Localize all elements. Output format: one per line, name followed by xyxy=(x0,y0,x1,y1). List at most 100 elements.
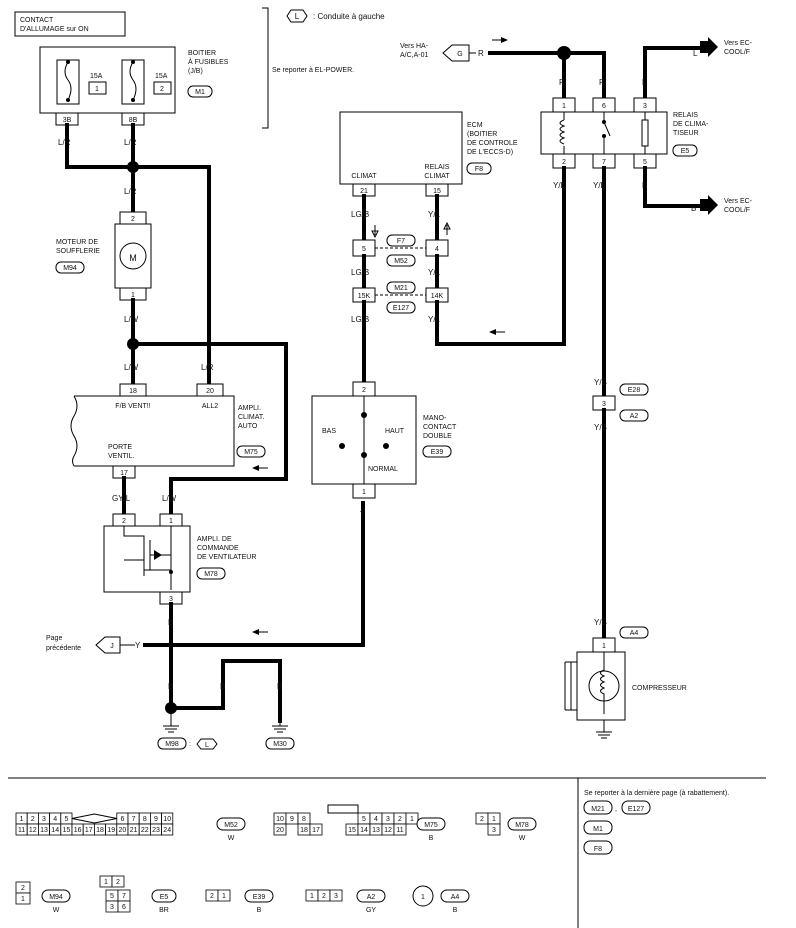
svg-text:2: 2 xyxy=(122,518,126,525)
motor-symbol: M xyxy=(129,253,137,263)
footer-badge-a4 xyxy=(440,889,470,903)
footer-ref-m1 xyxy=(583,820,613,835)
ground-symbol-3 xyxy=(596,720,612,739)
svg-text:1: 1 xyxy=(169,518,173,525)
svg-text:L/R: L/R xyxy=(124,138,137,147)
svg-text:BR: BR xyxy=(159,907,169,914)
m52-pin-label: 18 xyxy=(96,827,104,834)
conn-badge-m1 xyxy=(187,85,213,98)
svg-text:B: B xyxy=(453,907,458,914)
svg-text:L: L xyxy=(693,49,698,58)
wire-b-3 xyxy=(169,659,282,723)
conn-badge-a4 xyxy=(619,626,649,639)
svg-text:W: W xyxy=(519,835,526,842)
m52-pin-label: 23 xyxy=(152,827,160,834)
m52-key xyxy=(71,813,117,824)
m52-pin xyxy=(161,823,174,836)
m52-pin-label: 1 xyxy=(20,816,24,823)
m94-pin-label: 1 xyxy=(21,896,25,903)
svg-text:M78: M78 xyxy=(204,571,218,578)
svg-text:COMMANDE: COMMANDE xyxy=(197,545,239,552)
svg-text:14K: 14K xyxy=(431,293,444,300)
svg-text:LG/B: LG/B xyxy=(351,210,369,219)
fuse-box-label: BOITIER xyxy=(188,50,216,57)
svg-text::: : xyxy=(189,741,191,748)
svg-text:LG/B: LG/B xyxy=(351,315,369,324)
conn-badge-a2 xyxy=(619,409,649,422)
svg-text:2: 2 xyxy=(362,387,366,394)
svg-text:1: 1 xyxy=(131,292,135,299)
svg-text:7: 7 xyxy=(602,159,606,166)
svg-text:précédente: précédente xyxy=(46,645,81,652)
svg-text:COOL/F: COOL/F xyxy=(724,207,750,214)
ecm-label: ECM xyxy=(467,122,483,129)
svg-text:CLIMAT: CLIMAT xyxy=(424,173,450,180)
svg-text:B: B xyxy=(257,907,262,914)
ignition-label: CONTACT xyxy=(20,17,54,24)
wire-lw-2 xyxy=(131,342,288,481)
conn-badge-e39 xyxy=(422,445,452,458)
m75-pin-label: 15 xyxy=(348,827,356,834)
svg-text:DE CONTROLE: DE CONTROLE xyxy=(467,140,518,147)
wire-r-main xyxy=(488,51,606,103)
blower-label: MOTEUR DE xyxy=(56,239,98,246)
vers-ha-label: Vers HA- xyxy=(400,43,429,50)
porte-label: PORTE xyxy=(108,444,132,451)
legend-note: L : Conduite à gauche xyxy=(286,9,385,23)
e5-pin-label: 2 xyxy=(116,879,120,886)
svg-text:Y/B: Y/B xyxy=(593,181,606,190)
svg-text:A/C,A-01: A/C,A-01 xyxy=(400,52,429,59)
vers-ec-arrow-1 xyxy=(700,37,718,57)
m75-pin xyxy=(273,823,287,836)
ampli-auto-label: AMPLI. xyxy=(238,405,261,412)
svg-text:2: 2 xyxy=(562,159,566,166)
e5-pin-label: 3 xyxy=(110,904,114,911)
conn-badge-f7 xyxy=(386,234,416,247)
m75-pin-label: 14 xyxy=(360,827,368,834)
svg-text:DE VENTILATEUR: DE VENTILATEUR xyxy=(197,554,256,561)
svg-text:D'ALLUMAGE sur ON: D'ALLUMAGE sur ON xyxy=(20,26,89,33)
m52-pin-label: 3 xyxy=(42,816,46,823)
page-badge xyxy=(95,636,121,654)
svg-text:À FUSIBLES: À FUSIBLES xyxy=(188,57,229,66)
m75-pin-label: 11 xyxy=(396,827,403,834)
svg-text:NORMAL: NORMAL xyxy=(368,466,398,473)
m52-pin-label: 16 xyxy=(74,827,82,834)
svg-text:E127: E127 xyxy=(393,305,409,312)
fuse-2: 15A 2 xyxy=(121,59,172,105)
svg-text:1: 1 xyxy=(95,86,99,93)
conn-badge-m30 xyxy=(265,737,295,750)
ampli-auto-box xyxy=(74,395,235,467)
wire-lr-1 xyxy=(65,123,135,169)
m75-pin-label: 9 xyxy=(290,816,294,823)
svg-text:Y/B: Y/B xyxy=(594,618,607,627)
svg-text:Y/L: Y/L xyxy=(428,315,441,324)
m52-pin-label: 9 xyxy=(154,816,158,823)
m75-pin-label: 2 xyxy=(398,816,402,823)
m75-pin-label: 10 xyxy=(276,816,284,823)
page-precedente: Page xyxy=(46,635,62,642)
svg-text:TISEUR: TISEUR xyxy=(673,130,699,137)
svg-text:Se reporter à la dernière page: Se reporter à la dernière page (à rabatt… xyxy=(584,790,729,797)
ecm-relais-label: RELAIS xyxy=(425,164,450,171)
m52-pin-label: 21 xyxy=(130,827,138,834)
m52-pin-label: 11 xyxy=(18,827,25,834)
m75-pin xyxy=(309,823,323,836)
m52-pin-label: 4 xyxy=(53,816,57,823)
svg-text:L/W: L/W xyxy=(162,494,177,503)
footer-badge-m78 xyxy=(507,817,537,831)
svg-text:CLIMAT: CLIMAT xyxy=(351,173,377,180)
svg-text:COOL/F: COOL/F xyxy=(724,49,750,56)
svg-text:E5: E5 xyxy=(681,148,690,155)
svg-text:DE L'ECCS-D): DE L'ECCS-D) xyxy=(467,149,513,156)
m52-pin-label: 5 xyxy=(64,816,68,823)
svg-text:L/W: L/W xyxy=(124,315,139,324)
svg-text:Y/B: Y/B xyxy=(594,423,607,432)
svg-text:M1: M1 xyxy=(593,826,603,833)
m52-pin-label: 17 xyxy=(85,827,93,834)
m52-pin-label: 14 xyxy=(51,827,59,834)
a2-pin-label: 3 xyxy=(334,893,338,900)
svg-text:15K: 15K xyxy=(358,293,371,300)
